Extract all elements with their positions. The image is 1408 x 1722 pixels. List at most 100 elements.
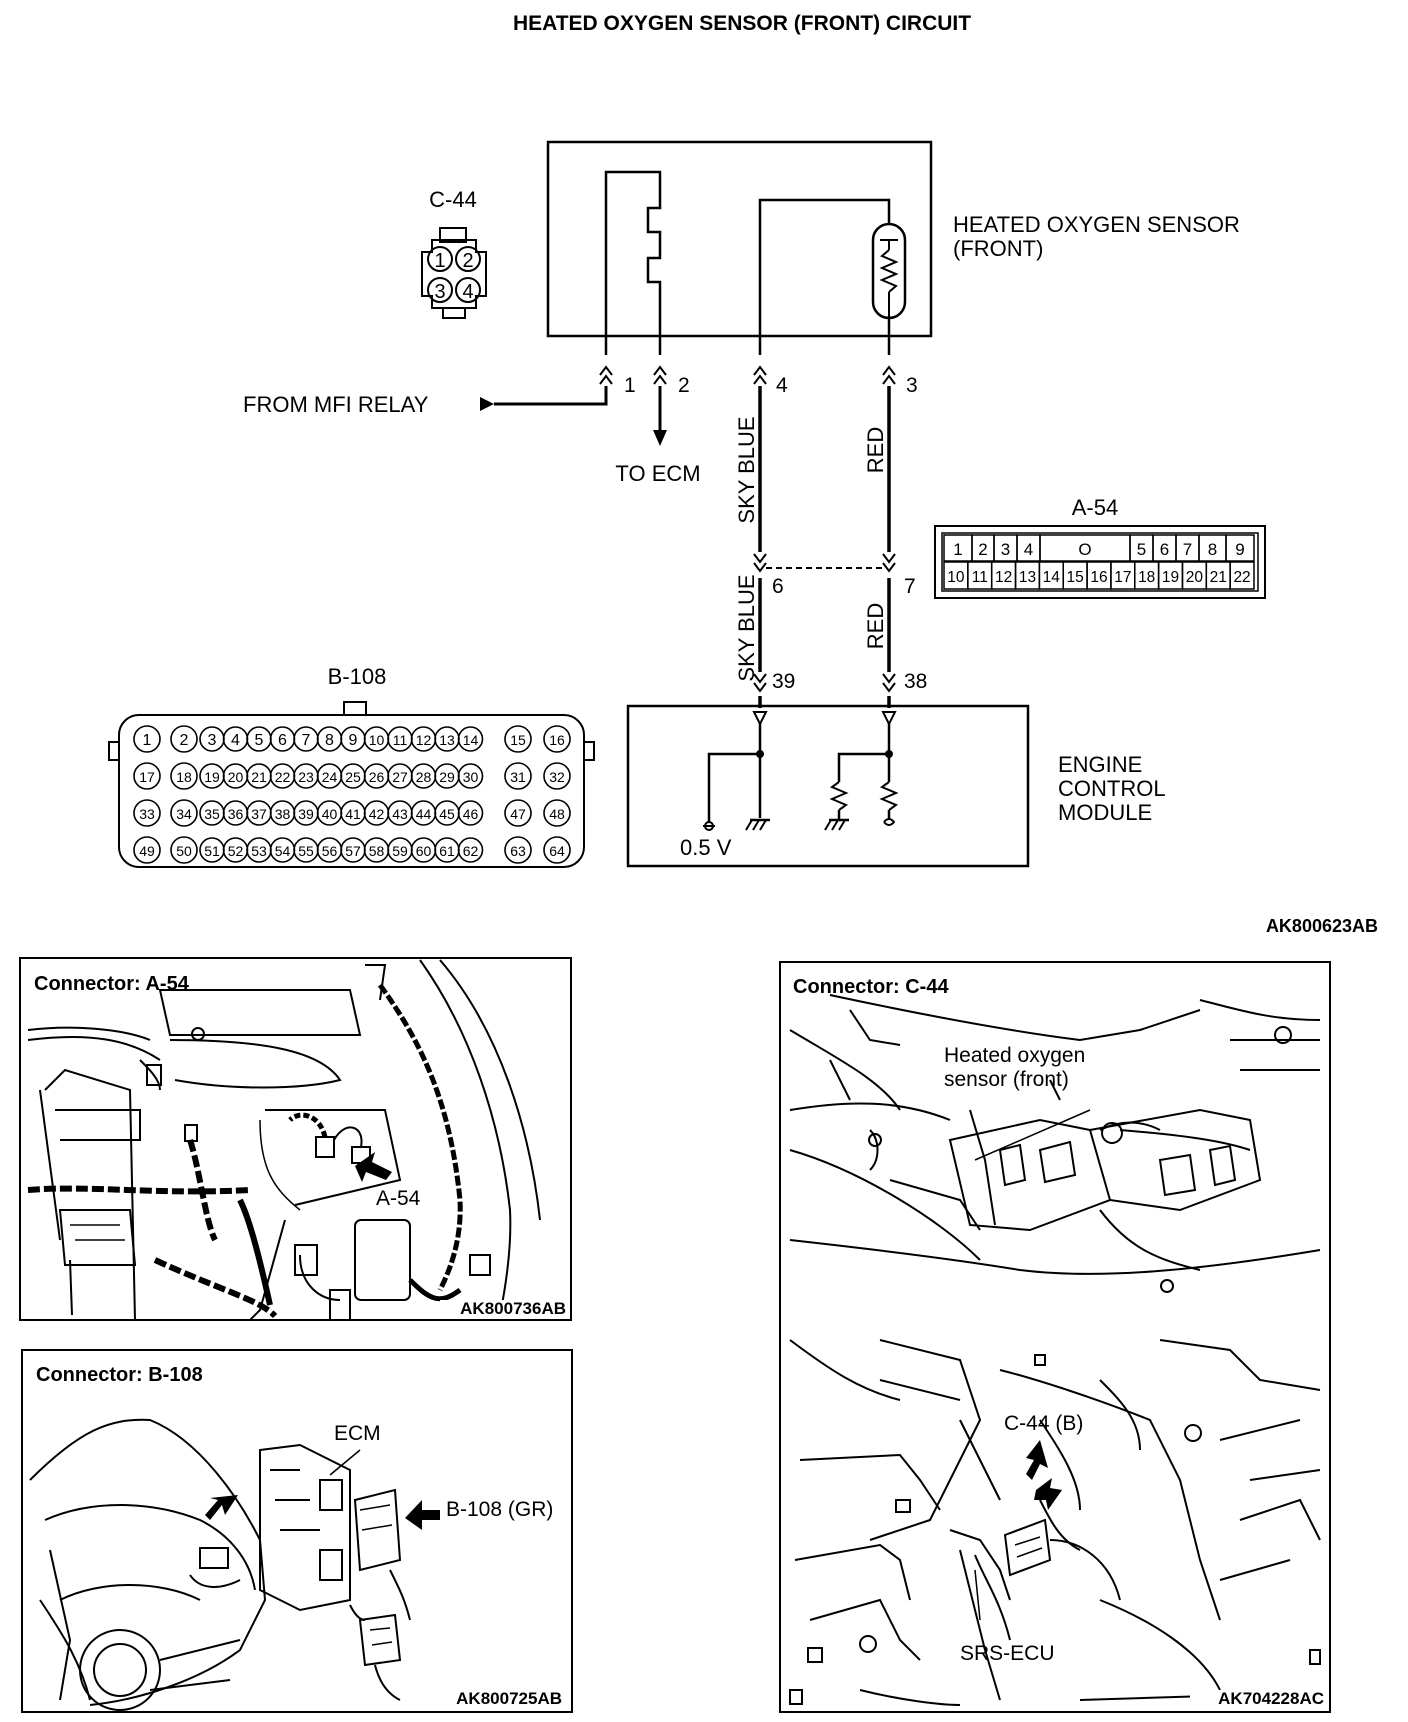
b108-pin-34: 34: [176, 806, 192, 822]
a54-cell-10: 10: [947, 569, 965, 586]
b108-pin-38: 38: [275, 806, 291, 822]
c44-pin-4: 4: [462, 281, 473, 303]
b108-pin-26: 26: [369, 769, 385, 785]
wire-color-right-lower: RED: [863, 603, 888, 649]
b108-pin-3: 3: [208, 732, 217, 749]
b108-pin-15: 15: [510, 732, 526, 748]
to-ecm-wire: [653, 386, 667, 446]
ecm-junction-dot-1: [756, 750, 764, 758]
b108-pin-59: 59: [392, 843, 408, 859]
a54-cell-22: 22: [1233, 569, 1250, 586]
b108-pin-7: 7: [302, 732, 311, 749]
ecm-junction-dot-2: [885, 750, 893, 758]
b108-pin-16: 16: [549, 732, 565, 748]
a54-face-label: A-54: [1072, 495, 1118, 520]
a54-cell-2: 2: [978, 540, 987, 559]
relay-label: FROM MFI RELAY: [243, 392, 429, 417]
a54-cell-O: O: [1078, 540, 1091, 559]
b108-pin-17: 17: [139, 769, 155, 785]
b108-pin-47: 47: [510, 806, 526, 822]
b108-pin-13: 13: [439, 732, 455, 748]
b108-pin-49: 49: [139, 843, 155, 859]
ecm-voltage: 0.5 V: [680, 835, 732, 860]
sensor-label-2: (FRONT): [953, 236, 1043, 261]
b108-pin-11: 11: [393, 732, 408, 748]
panel-b108-callout: B-108 (GR): [446, 1498, 553, 1521]
a54-cell-18: 18: [1138, 569, 1155, 586]
b108-pin-22: 22: [275, 769, 291, 785]
sensor-label-1: HEATED OXYGEN SENSOR: [953, 212, 1240, 237]
a54-cell-20: 20: [1186, 569, 1204, 586]
panel-c44-sensor-label-2: sensor (front): [944, 1068, 1069, 1091]
b108-pin-50: 50: [176, 843, 192, 859]
b108-pin-33: 33: [139, 806, 155, 822]
sensor-box: [546, 140, 933, 355]
b108-pin-20: 20: [228, 769, 244, 785]
b108-pin-62: 62: [463, 843, 479, 859]
a54-cell-3: 3: [1001, 540, 1010, 559]
b108-pin-58: 58: [369, 843, 385, 859]
b108-pin-60: 60: [416, 843, 432, 859]
sensor-connector-chevrons: [599, 365, 896, 385]
b108-pin-57: 57: [345, 843, 361, 859]
ecm-pin-chevrons: [753, 673, 896, 693]
b108-pin-23: 23: [298, 769, 314, 785]
panel-c44-srs-label: SRS-ECU: [960, 1642, 1055, 1665]
c44-face-label: C-44: [429, 187, 477, 212]
b108-pin-6: 6: [278, 732, 287, 749]
b108-pin-2: 2: [180, 732, 189, 749]
a54-pin-7: 7: [904, 575, 916, 598]
b108-pin-30: 30: [463, 769, 479, 785]
sensor-pin-1: 1: [624, 374, 636, 397]
sensor-pin-3: 3: [906, 374, 918, 397]
b108-pin-42: 42: [369, 806, 385, 822]
ecm-label-2: CONTROL: [1058, 776, 1166, 801]
panel-c44-callout: C-44 (B): [1004, 1412, 1083, 1435]
b108-pin-37: 37: [251, 806, 267, 822]
b108-pin-32: 32: [549, 769, 565, 785]
panel-a54-callout: A-54: [376, 1187, 421, 1210]
a54-cell-7: 7: [1183, 540, 1192, 559]
diagram-title: HEATED OXYGEN SENSOR (FRONT) CIRCUIT: [513, 12, 971, 35]
signal-wires: [758, 386, 891, 708]
a54-cell-8: 8: [1208, 540, 1217, 559]
b108-pin-35: 35: [204, 806, 220, 822]
a54-cell-21: 21: [1210, 569, 1227, 586]
panel-a54: [19, 957, 572, 1321]
b108-pin-9: 9: [349, 732, 358, 749]
panel-b108-title: Connector: B-108: [36, 1364, 203, 1386]
b108-pin-29: 29: [439, 769, 455, 785]
b108-pin-14: 14: [463, 732, 479, 748]
wire-color-right-upper: RED: [863, 427, 888, 473]
ecm-label-1: ENGINE: [1058, 752, 1142, 777]
main-ref-code: AK800623AB: [1266, 916, 1378, 936]
b108-pin-10: 10: [369, 732, 385, 748]
b108-pin-39: 39: [298, 806, 314, 822]
c44-pin-1: 1: [434, 250, 445, 272]
a54-cell-1: 1: [953, 540, 962, 559]
b108-pin-56: 56: [322, 843, 338, 859]
a54-junction: [753, 553, 896, 573]
wire-color-left-upper: SKY BLUE: [734, 416, 759, 523]
panel-c44: [779, 961, 1331, 1713]
panel-b108: [21, 1349, 573, 1713]
a54-cell-17: 17: [1114, 569, 1131, 586]
a54-cell-4: 4: [1024, 540, 1033, 559]
b108-pin-36: 36: [228, 806, 244, 822]
sensor-pin-4: 4: [776, 374, 788, 397]
panel-a54-ref: AK800736AB: [460, 1299, 566, 1318]
b108-pin-64: 64: [549, 843, 565, 859]
b108-pin-28: 28: [416, 769, 432, 785]
panel-c44-sensor-label-1: Heated oxygen: [944, 1044, 1085, 1067]
b108-pin-63: 63: [510, 843, 526, 859]
a54-cell-14: 14: [1043, 569, 1061, 586]
panel-a54-title: Connector: A-54: [34, 973, 190, 995]
b108-pin-54: 54: [275, 843, 291, 859]
b108-pin-61: 61: [439, 843, 455, 859]
ecm-label-3: MODULE: [1058, 800, 1152, 825]
b108-pin-27: 27: [392, 769, 408, 785]
a54-cell-11: 11: [972, 569, 988, 586]
b108-pin-44: 44: [416, 806, 432, 822]
